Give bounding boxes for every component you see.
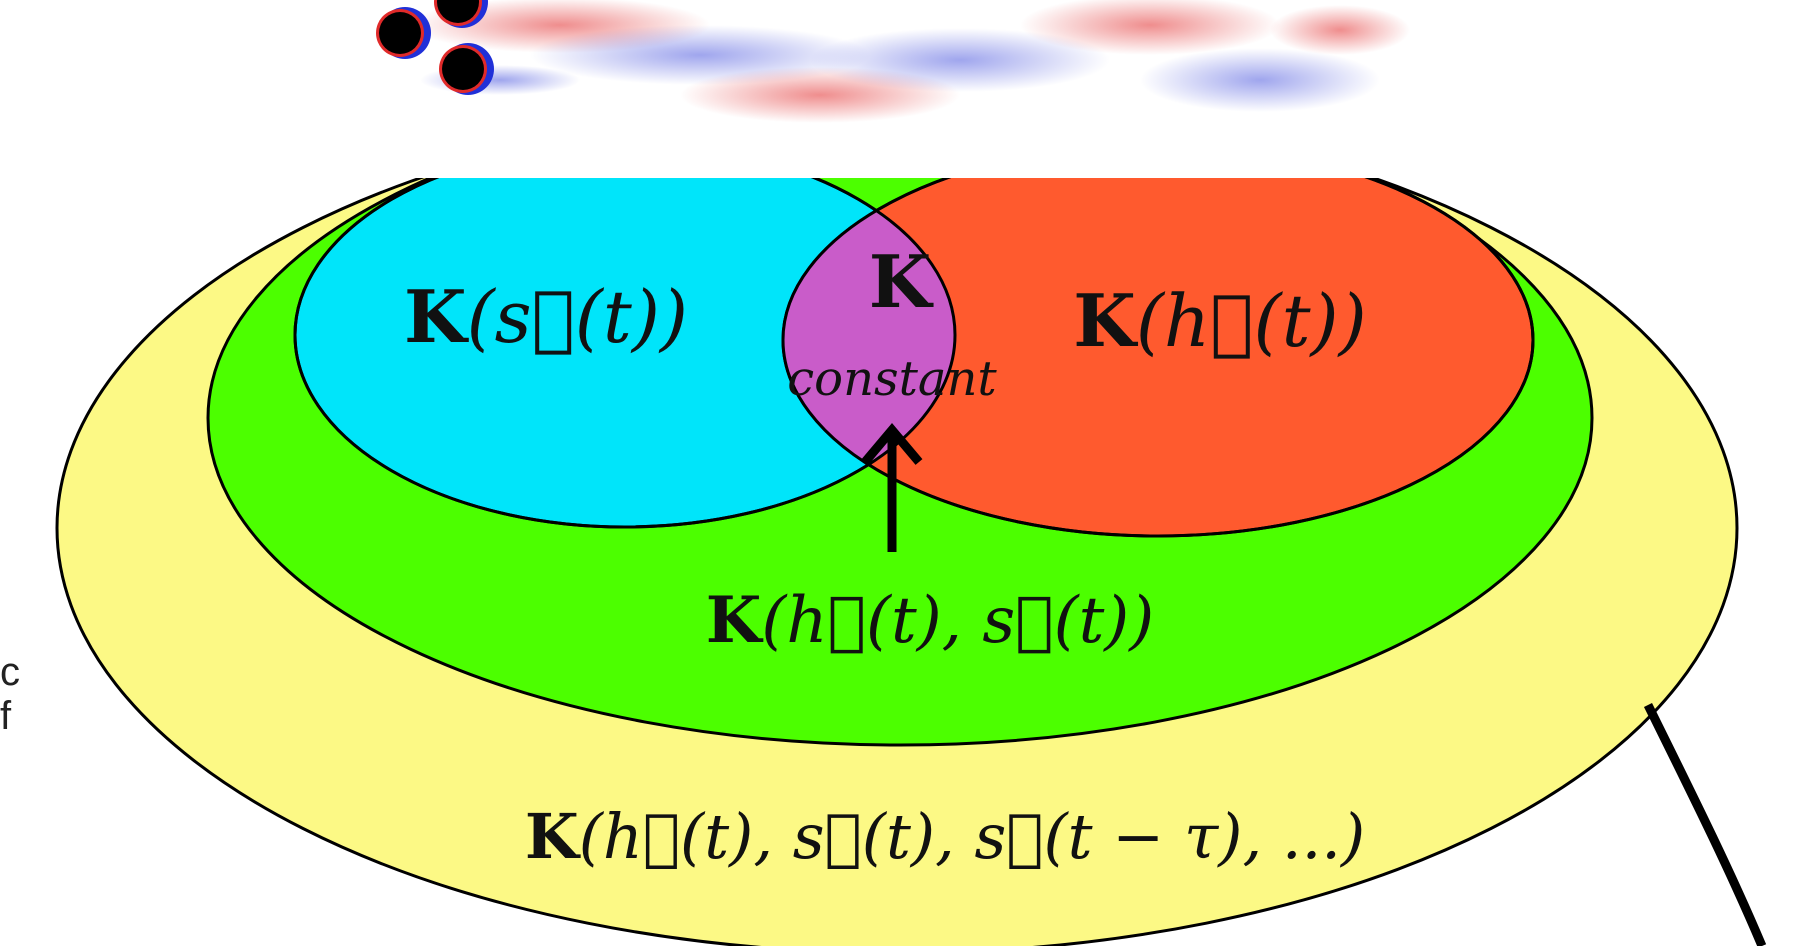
cylinder-icon (434, 0, 488, 28)
green-region-label: K(h⃗(t), s⃗(t)) (706, 583, 1154, 658)
overlap-region-sublabel: constant (787, 351, 997, 407)
cylinder-icon (439, 43, 494, 95)
wake-visualization-panel (333, 0, 1425, 178)
red-region-label: K(h⃗(t)) (1073, 278, 1366, 363)
cropped-side-text-line2: f (0, 694, 12, 738)
overlap-region-label: K (869, 239, 934, 324)
up-arrow-icon (861, 423, 923, 552)
cylinder-icon (376, 7, 431, 59)
cyan-region-label: K(s⃗(t)) (404, 274, 688, 359)
cropped-side-text-line1: c (0, 650, 20, 694)
outer-region-label: K(h⃗(t), s⃗(t), s⃗(t − τ), ...) (525, 800, 1365, 873)
connector-curve (1643, 703, 1767, 946)
